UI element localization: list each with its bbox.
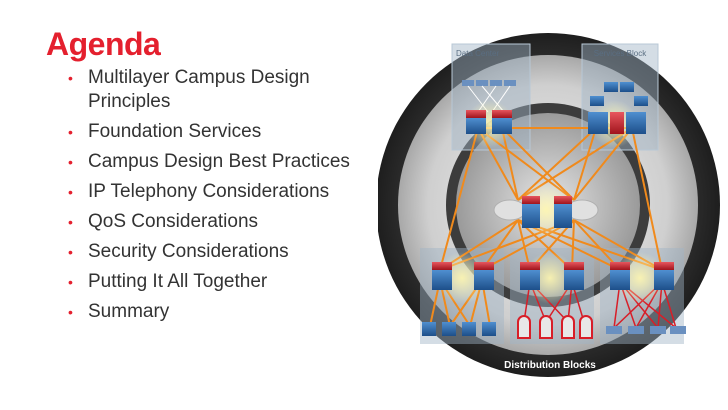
- bullet-icon: •: [68, 124, 73, 140]
- bullet-icon: •: [68, 274, 73, 290]
- agenda-item: • Summary: [68, 300, 388, 324]
- access-switches: [422, 315, 686, 339]
- agenda-item-label: Putting It All Together: [88, 271, 268, 292]
- agenda-item: • Foundation Services: [68, 120, 388, 144]
- agenda-item-label: Security Considerations: [88, 241, 289, 262]
- services-block-devices: [588, 82, 648, 134]
- agenda-item: • Multilayer Campus Design Principles: [68, 66, 388, 114]
- network-diagram: Data Center Services Block Distribution …: [378, 33, 720, 377]
- agenda-list: • Multilayer Campus Design Principles • Fo…: [68, 66, 388, 330]
- data-center-routers: [466, 110, 512, 134]
- agenda-item: • Security Considerations: [68, 240, 388, 264]
- services-block-label: Services Block: [594, 49, 647, 58]
- bullet-icon: •: [68, 154, 73, 170]
- agenda-item-label: Foundation Services: [88, 121, 262, 142]
- agenda-item-label: IP Telephony Considerations: [88, 181, 330, 202]
- agenda-item: • IP Telephony Considerations: [68, 180, 388, 204]
- agenda-item-label: QoS Considerations: [88, 211, 259, 232]
- bullet-icon: •: [68, 184, 73, 200]
- agenda-item: • QoS Considerations: [68, 210, 388, 234]
- services-block-label-text: Services Block: [594, 49, 647, 58]
- bullet-icon: •: [68, 214, 73, 230]
- slide-title: Agenda: [46, 26, 161, 62]
- core-switches: [493, 196, 599, 228]
- agenda-item-label: Summary: [88, 301, 170, 322]
- distribution-blocks-label: Distribution Blocks: [504, 360, 596, 371]
- bullet-icon: •: [68, 70, 73, 86]
- agenda-item: • Campus Design Best Practices: [68, 150, 388, 174]
- data-center-label: Data Center: [456, 49, 499, 58]
- agenda-item: • Putting It All Together: [68, 270, 388, 294]
- agenda-item-label: Campus Design Best Practices: [88, 151, 350, 172]
- agenda-item-label: Multilayer Campus Design Principles: [88, 67, 310, 112]
- bullet-icon: •: [68, 244, 73, 260]
- distribution-switches: [432, 262, 674, 290]
- bullet-icon: •: [68, 304, 73, 320]
